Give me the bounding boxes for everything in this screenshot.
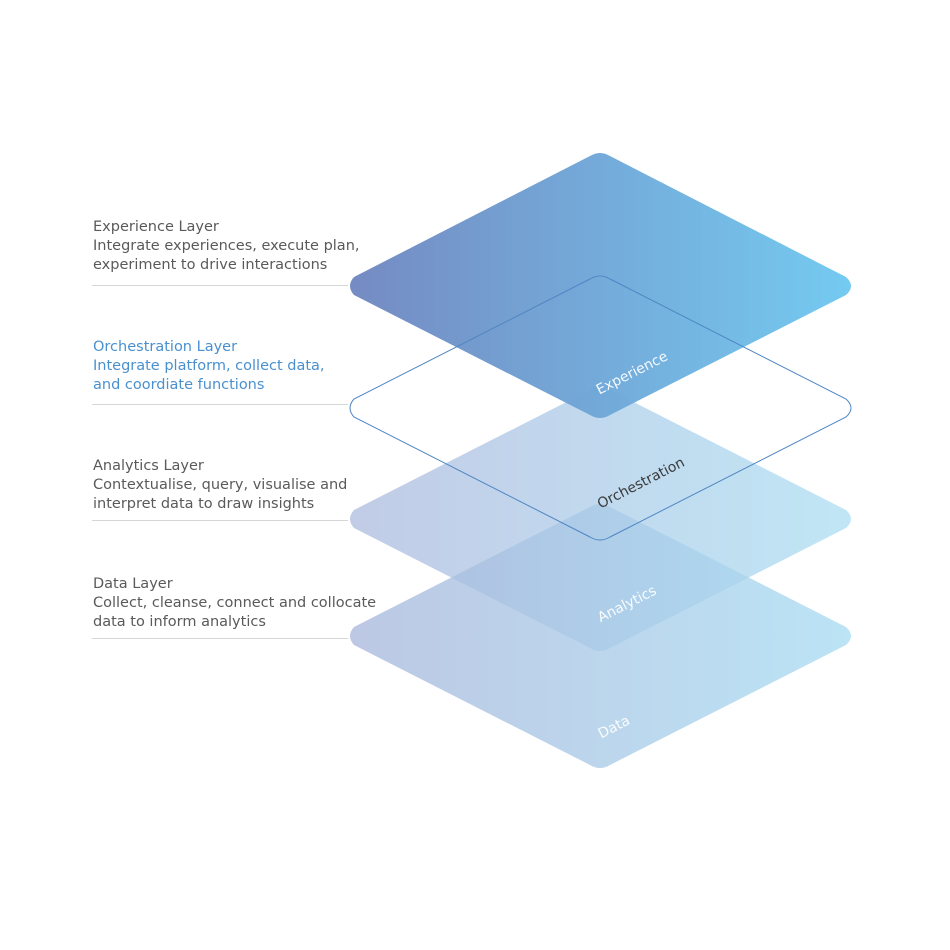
orchestration-layer-desc-line2: and coordiate functions: [93, 377, 265, 393]
analytics-layer-title: Analytics Layer: [93, 458, 204, 474]
experience-divider: [92, 285, 348, 286]
analytics-layer-desc-line1: Contextualise, query, visualise and: [93, 477, 348, 493]
orchestration-layer-text: Orchestration Layer Integrate platform, …: [93, 338, 393, 395]
data-layer-desc-line2: data to inform analytics: [93, 614, 266, 630]
orchestration-layer-plane: [349, 275, 852, 541]
orchestration-divider: [92, 404, 348, 405]
experience-layer-desc-line2: experiment to drive interactions: [93, 257, 328, 273]
orchestration-layer-title: Orchestration Layer: [93, 339, 238, 355]
orchestration-layer-desc-line1: Integrate platform, collect data,: [93, 358, 325, 374]
analytics-layer-desc-line2: interpret data to draw insights: [93, 496, 315, 512]
experience-layer-text: Experience Layer Integrate experiences, …: [93, 218, 393, 275]
analytics-divider: [92, 520, 348, 521]
experience-layer-title: Experience Layer: [93, 219, 219, 235]
data-divider: [92, 638, 348, 639]
experience-layer-desc-line1: Integrate experiences, execute plan,: [93, 238, 360, 254]
analytics-layer-plane: [350, 387, 851, 651]
data-layer-text: Data Layer Collect, cleanse, connect and…: [93, 575, 393, 632]
data-layer-title: Data Layer: [93, 576, 173, 592]
experience-layer-plane: [350, 153, 851, 418]
analytics-layer-text: Analytics Layer Contextualise, query, vi…: [93, 457, 393, 514]
data-layer-desc-line1: Collect, cleanse, connect and collocate: [93, 595, 377, 611]
